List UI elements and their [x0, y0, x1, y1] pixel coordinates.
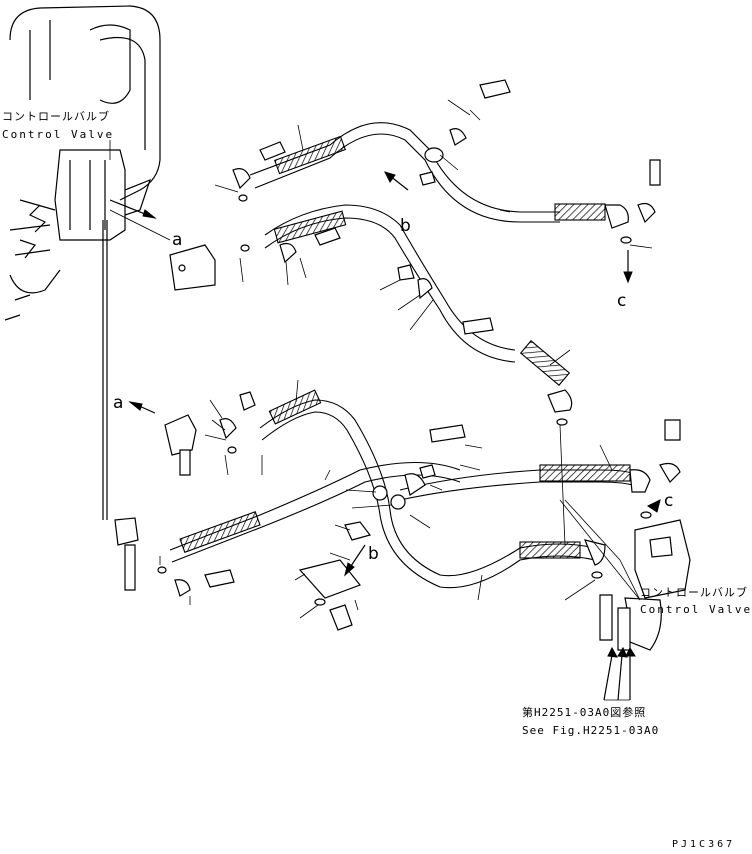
leader-lines-top: [102, 140, 171, 520]
callout-b-top: b: [400, 216, 411, 236]
control-valve-label-en-top: Control Valve: [2, 128, 115, 141]
callout-c-right: c: [664, 491, 674, 511]
callout-a-top: a: [172, 230, 183, 250]
drawing-code: PJ1C367: [672, 839, 736, 850]
control-valve-assembly-top: [4, 5, 161, 321]
reference-note-en: See Fig.H2251-03A0: [522, 724, 660, 737]
callout-a-left: a: [113, 393, 124, 413]
callout-c-top: c: [617, 291, 627, 311]
reference-note-jp: 第H2251-03A0図参照: [522, 706, 647, 719]
upper-hose-group: [169, 79, 661, 413]
control-valve-label-jp-right: コントロールバルブ: [640, 586, 748, 599]
control-valve-label-en-right: Control Valve: [640, 603, 752, 616]
callout-b-bottom: b: [368, 544, 379, 564]
control-valve-label-jp-top: コントロールバルブ: [2, 110, 110, 123]
lower-hose-group: [114, 379, 691, 701]
